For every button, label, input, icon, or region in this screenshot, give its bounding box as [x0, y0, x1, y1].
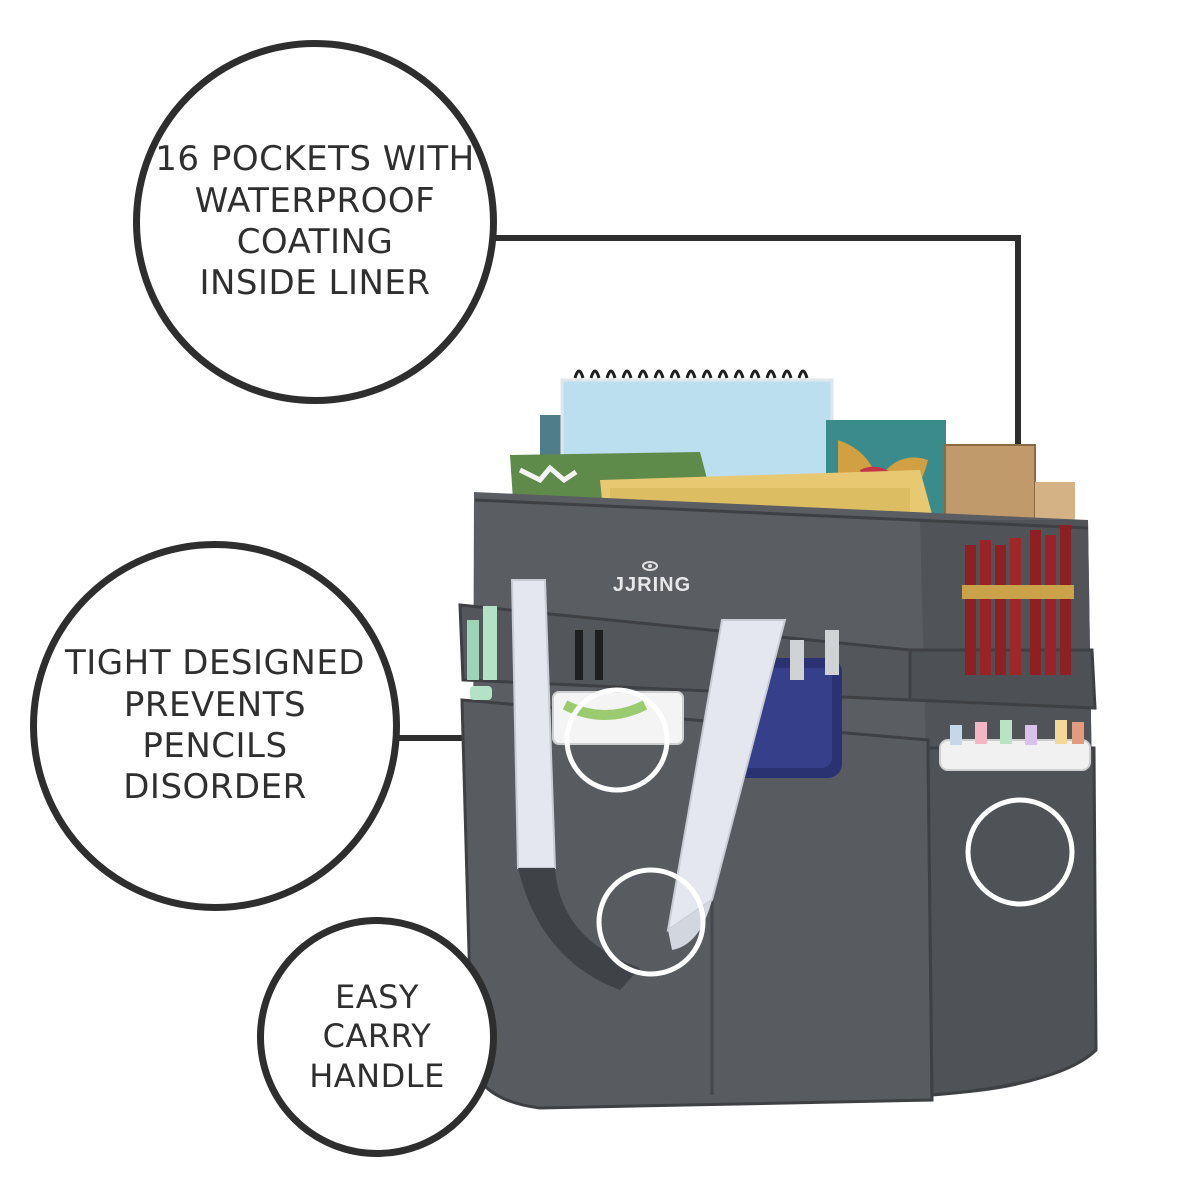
callout-tight: TIGHT DESIGNED PREVENTS PENCILS DISORDER [30, 541, 400, 911]
callout-handle-text: EASY CARRY HANDLE [309, 978, 445, 1095]
callout-handle: EASY CARRY HANDLE [257, 917, 497, 1157]
paint-brushes [962, 525, 1074, 675]
highlight-rings [564, 687, 1075, 977]
spiral-binding [573, 369, 809, 379]
brand-logo [642, 561, 658, 571]
ring-side-pocket [965, 797, 1075, 907]
callout-pockets-text: 16 POCKETS WITH WATERPROOF COATING INSID… [155, 139, 475, 304]
callout-pockets: 16 POCKETS WITH WATERPROOF COATING INSID… [133, 40, 497, 404]
callout-tight-text: TIGHT DESIGNED PREVENTS PENCILS DISORDER [64, 643, 365, 808]
markers [939, 720, 1091, 771]
brand-logo-text: JJRING [612, 574, 692, 596]
pencil-tools [467, 606, 839, 700]
ring-pencil-pocket [564, 687, 670, 793]
carry-straps [510, 579, 787, 990]
bag-contents [510, 369, 1075, 540]
eye-logo-icon [642, 561, 658, 571]
ring-handle [596, 867, 706, 977]
